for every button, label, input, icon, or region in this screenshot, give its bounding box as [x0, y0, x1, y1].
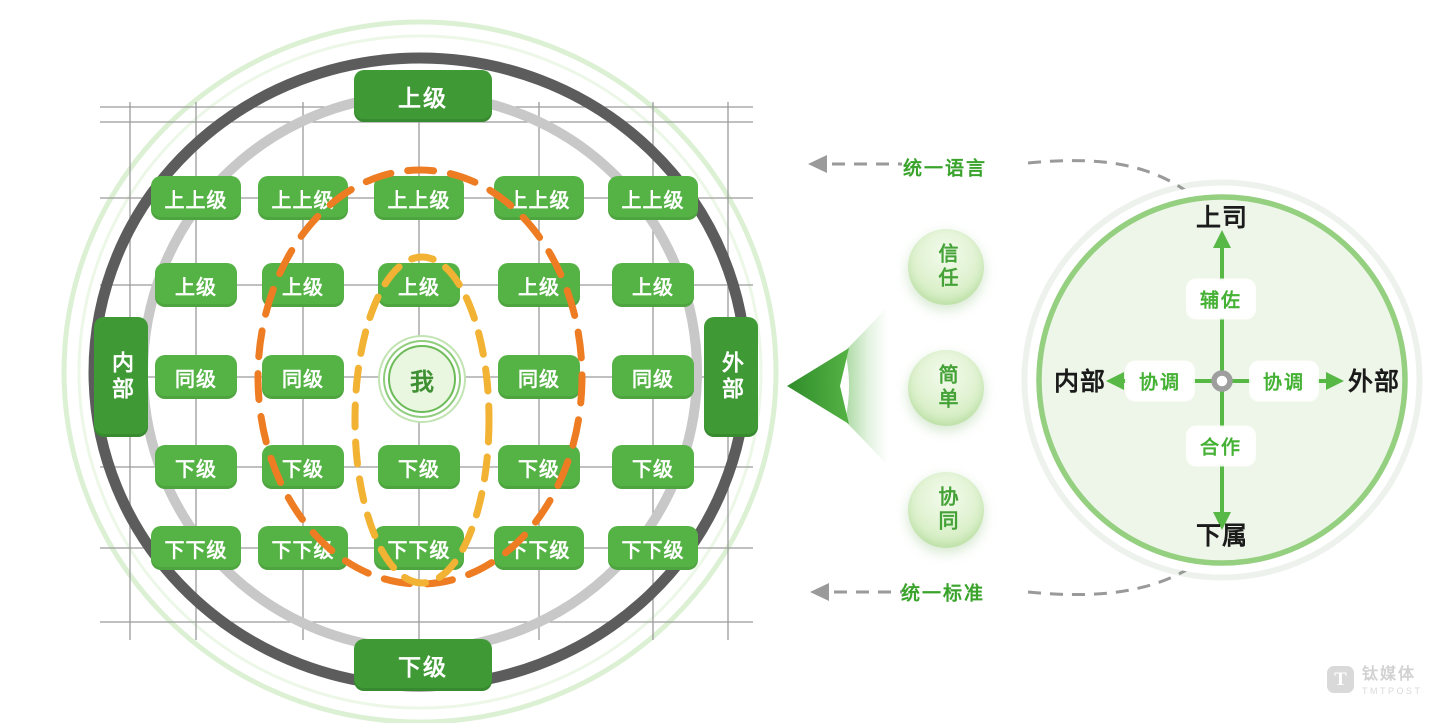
- right-top-label: 上司: [1195, 204, 1249, 232]
- grid-box: 同级: [498, 355, 580, 399]
- grid-box: 下级: [498, 445, 580, 489]
- grid-box: 上上级: [151, 176, 241, 220]
- dashed-arrow-left-top-icon: [808, 155, 827, 173]
- grid-box: 上级: [378, 263, 460, 307]
- impact-arrow-trail: [845, 306, 888, 466]
- grid-box: 上上级: [374, 176, 464, 220]
- axis-arrow-down-icon: [1213, 512, 1231, 530]
- axis-center-dot: [1211, 370, 1233, 392]
- axis-label-left: 协调: [1126, 362, 1194, 400]
- grid-box: 上级: [155, 263, 237, 307]
- grid-box: 同级: [612, 355, 694, 399]
- grid-box: 同级: [155, 355, 237, 399]
- grid-box: 上级: [498, 263, 580, 307]
- grid-box: 下级: [612, 445, 694, 489]
- right-circle-white-rim: [1027, 185, 1417, 575]
- right-bottom-label: 下属: [1195, 522, 1249, 550]
- axis-label-top: 辅佐: [1187, 280, 1255, 318]
- axis-label-right: 协调: [1250, 362, 1318, 400]
- grid-box: 上级: [612, 263, 694, 307]
- grid-box: 下级: [378, 445, 460, 489]
- grid-box: 下级: [155, 445, 237, 489]
- outer-glow-ring: [61, 19, 779, 723]
- grid-box: 上级: [262, 263, 344, 307]
- keyword-ball-simple: 简单: [908, 350, 984, 426]
- grid-box: 下下级: [494, 526, 584, 570]
- impact-arrow-icon: [787, 348, 849, 424]
- axis-label-bottom: 合作: [1187, 427, 1255, 465]
- grid-box: 下下级: [258, 526, 348, 570]
- axis-arrow-up-icon: [1213, 230, 1231, 248]
- right-right-label: 外部: [1347, 368, 1401, 396]
- grid-box: 下下级: [151, 526, 241, 570]
- watermark-name-en: TMTPOST: [1362, 685, 1423, 696]
- grid-box: 同级: [262, 355, 344, 399]
- grid-box: 上上级: [258, 176, 348, 220]
- watermark-name-cn: 钛媒体: [1362, 666, 1417, 683]
- right-badge: 外部: [704, 317, 758, 437]
- outer-glow-ring-2: [77, 34, 763, 710]
- axis-arrow-right-icon: [1326, 372, 1344, 390]
- grid-box: 下下级: [374, 526, 464, 570]
- center-me-circle: 我: [388, 345, 456, 413]
- bottom-badge: 下级: [354, 639, 492, 691]
- grid-box: 上上级: [608, 176, 698, 220]
- dashed-arrow-left-bottom-icon: [810, 583, 829, 601]
- tmtpost-logo-icon: T: [1327, 666, 1354, 693]
- bridge-top-label: 统一语言: [902, 158, 988, 180]
- grid-box: 下下级: [608, 526, 698, 570]
- axis-arrow-left-icon: [1106, 372, 1124, 390]
- keyword-ball-collaborate: 协同: [908, 472, 984, 548]
- right-circle-halo: [1021, 179, 1423, 581]
- grid-box: 下级: [262, 445, 344, 489]
- bridge-bottom-label: 统一标准: [900, 583, 986, 605]
- keyword-ball-trust: 信任: [908, 229, 984, 305]
- left-badge: 内部: [94, 317, 148, 437]
- tmtpost-watermark: T 钛媒体 TMTPOST: [1327, 666, 1423, 696]
- right-left-label: 内部: [1053, 368, 1107, 396]
- dashed-connectors: [832, 159, 1194, 597]
- grid-box: 上上级: [494, 176, 584, 220]
- top-badge: 上级: [354, 70, 492, 122]
